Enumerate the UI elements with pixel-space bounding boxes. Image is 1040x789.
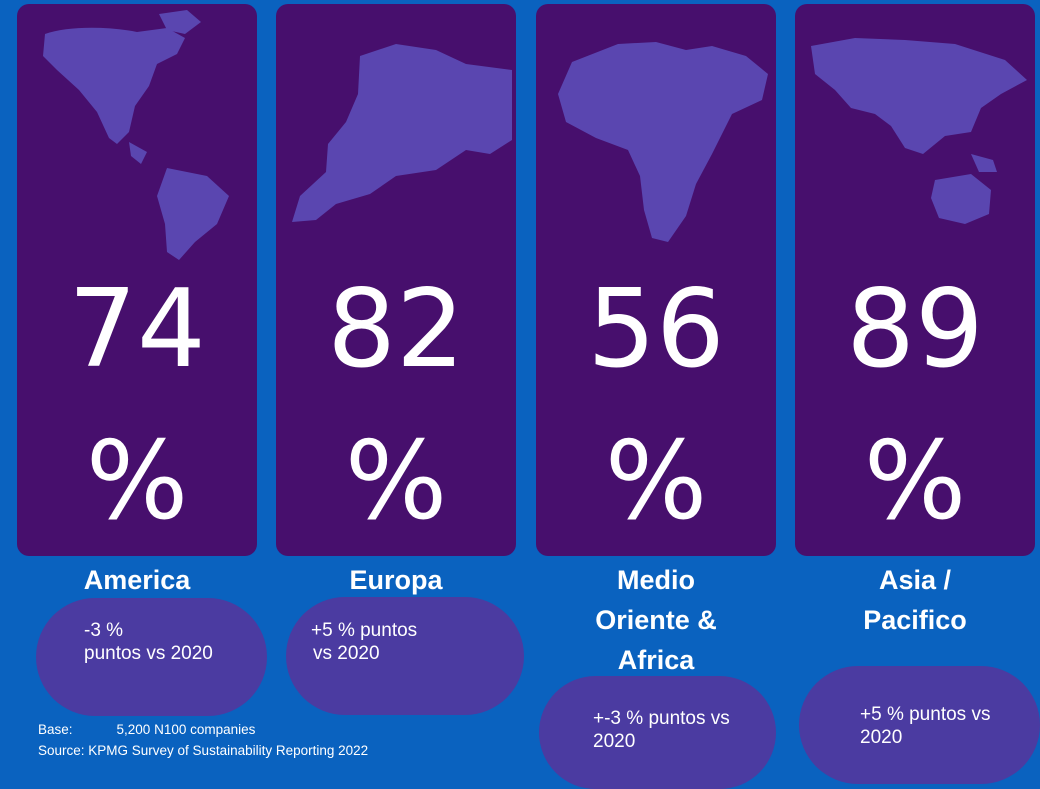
region-label-line: Oriente & — [595, 605, 717, 635]
region-label-line: Medio — [617, 565, 695, 595]
change-text-asia-pacifico: +5 % puntos vs 2020 — [860, 703, 990, 749]
region-label-line: Asia / — [878, 565, 952, 595]
card-medio-oriente-africa: 56 % — [536, 4, 776, 556]
change-pill-asia-pacifico — [799, 666, 1040, 784]
region-label-asia-pacifico: Asia / Pacifico — [795, 560, 1035, 640]
change-pill-medio-oriente-africa — [539, 676, 776, 789]
value-europa: 82 — [327, 267, 465, 392]
region-label-line: Pacifico — [863, 605, 967, 635]
change-line: +-3 % puntos vs — [593, 708, 730, 729]
change-line: 2020 — [860, 727, 903, 748]
unit-america: % — [85, 419, 189, 544]
africa-middle-east-map-icon — [558, 42, 768, 242]
footer-base: Base: 5,200 N100 companies — [38, 722, 255, 737]
region-label-line: Africa — [617, 645, 695, 675]
europe-map-icon — [292, 44, 512, 222]
americas-map-icon — [43, 10, 229, 260]
change-line: +5 % puntos — [311, 620, 418, 641]
change-pill-america — [36, 598, 267, 716]
change-text-europa: +5 % puntos vs 2020 — [311, 619, 417, 665]
change-line: +5 % puntos vs — [860, 704, 991, 725]
unit-asia-pacifico: % — [863, 419, 967, 544]
footer-base-value: 5,200 N100 companies — [116, 722, 256, 737]
region-label-europa: Europa — [349, 565, 443, 595]
footer-source: Source: KPMG Survey of Sustainability Re… — [38, 743, 369, 758]
card-europa: 82 % — [276, 4, 516, 556]
change-text-america: -3 % puntos vs 2020 — [84, 619, 213, 665]
footer-base-label: Base: — [38, 722, 73, 737]
change-line: puntos vs 2020 — [84, 643, 213, 664]
change-line: -3 % — [84, 620, 124, 641]
card-asia-pacifico: 89 % — [795, 4, 1035, 556]
change-line: vs 2020 — [313, 643, 380, 664]
card-america: 74 % — [17, 4, 257, 556]
region-label-america: America — [83, 565, 191, 595]
asia-pacific-map-icon — [811, 38, 1027, 224]
value-medio-oriente-africa: 56 — [587, 267, 725, 392]
region-label-medio-oriente-africa: Medio Oriente & Africa — [536, 560, 776, 680]
change-line: 2020 — [593, 731, 636, 752]
unit-medio-oriente-africa: % — [604, 419, 708, 544]
unit-europa: % — [344, 419, 448, 544]
value-asia-pacifico: 89 — [846, 267, 984, 392]
value-america: 74 — [68, 267, 206, 392]
change-pill-europa — [286, 597, 524, 715]
change-text-medio-oriente-africa: +-3 % puntos vs 2020 — [593, 707, 730, 753]
